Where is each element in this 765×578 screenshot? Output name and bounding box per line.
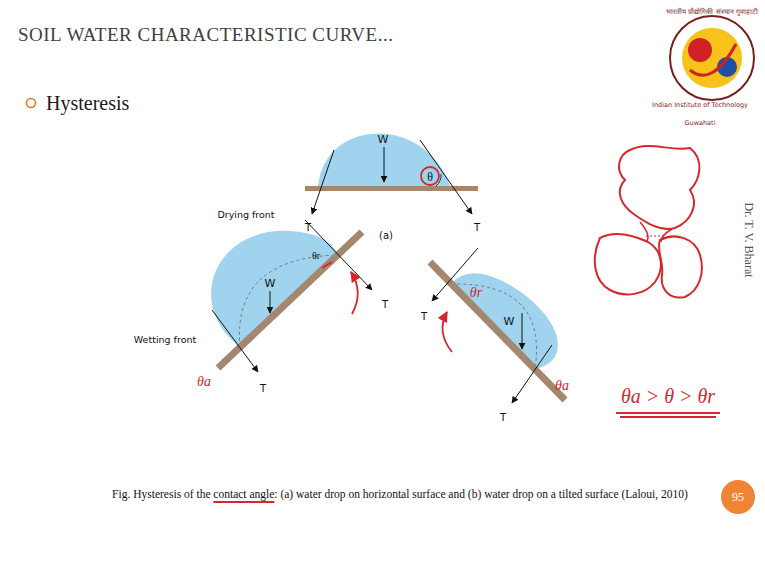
- slide-title-box: SOIL WATER CHARACTERISTIC CURVE...: [18, 24, 393, 46]
- red-underline: [213, 501, 274, 503]
- logo-text-box: भारतीय प्रौद्योगिकी संस्थान गुवाहाटी: [666, 0, 758, 18]
- force-label: T: [500, 412, 506, 423]
- logo-text: भारतीय प्रौद्योगिकी संस्थान गुवाहाटी: [666, 8, 758, 16]
- handwritten-angle: θa: [197, 374, 211, 389]
- handwritten-angle-box: θr: [470, 283, 482, 301]
- angle-label: θ: [427, 170, 433, 184]
- red-circle-mark: [421, 167, 439, 185]
- water-drop: [211, 231, 338, 347]
- drop-tilted-right: [430, 248, 565, 403]
- tension-arrow: [312, 150, 334, 214]
- red-arrow: [443, 312, 452, 352]
- force-label: W: [378, 133, 389, 146]
- bullet-heading: Hysteresis: [46, 92, 129, 114]
- figure-caption: Fig. Hysteresis of the contact angle: (a…: [112, 488, 688, 500]
- tension-arrow: [512, 345, 552, 403]
- logo-text: Indian Institute of Technology Guwahati: [652, 101, 748, 127]
- logo-ring: [670, 16, 754, 100]
- soil-grain: [619, 146, 699, 229]
- handwritten-angle: θa: [555, 378, 569, 393]
- tension-arrow: [305, 220, 372, 290]
- force-label-box: T: [421, 306, 427, 324]
- red-underline: [616, 412, 720, 414]
- force-label-box: T: [260, 378, 266, 396]
- sub-figure-label: (a): [379, 230, 393, 241]
- page-number-text: 95: [732, 490, 744, 505]
- front-label-box: Wetting front: [134, 329, 196, 347]
- handwritten-angle-box: θa: [555, 376, 569, 394]
- bullet: [27, 99, 36, 108]
- logo-swoosh: [690, 44, 736, 75]
- force-label-box: T: [474, 217, 480, 235]
- surface: [305, 186, 478, 191]
- force-label: W: [504, 315, 515, 328]
- force-label-box: T: [382, 294, 388, 312]
- page-number: 95: [721, 480, 755, 514]
- caption-box: Fig. Hysteresis of the contact angle: (a…: [75, 483, 725, 504]
- front-label-box: Drying front: [217, 204, 274, 222]
- sub-figure-label-box: (a): [379, 225, 393, 243]
- angle-label-box: θr: [312, 245, 320, 263]
- water-drop: [451, 273, 558, 369]
- force-label: T: [305, 222, 311, 233]
- force-label: T: [474, 222, 480, 233]
- soil-grain: [659, 236, 702, 297]
- logo-disc: [682, 28, 742, 88]
- force-label: T: [260, 383, 266, 394]
- surface: [430, 262, 565, 400]
- drop-tilted-left: [211, 220, 372, 372]
- angle-label-box: θ: [427, 167, 433, 185]
- meniscus: [640, 222, 672, 242]
- tension-arrow: [212, 310, 258, 372]
- force-label: W: [265, 277, 276, 290]
- handwritten-angle: θr: [470, 285, 482, 300]
- weight-arrow: [270, 291, 271, 313]
- force-label-box: T: [305, 217, 311, 235]
- weight-arrow: [384, 147, 385, 182]
- handwritten-inequality: θa > θ > θr: [621, 385, 715, 407]
- institute-logo: [670, 16, 754, 100]
- front-label: Wetting front: [134, 334, 196, 345]
- force-label: T: [382, 299, 388, 310]
- red-underline: [620, 416, 716, 418]
- force-label-box: W: [378, 129, 389, 147]
- weight-arrow: [522, 313, 523, 349]
- meniscus: [646, 235, 664, 236]
- force-label-box: T: [500, 407, 506, 425]
- force-label-box: W: [265, 273, 276, 291]
- red-arrow: [351, 272, 358, 314]
- soil-grain: [595, 234, 661, 294]
- slide-title: SOIL WATER CHARACTERISTIC CURVE...: [18, 24, 393, 45]
- force-label: T: [421, 311, 427, 322]
- red-stroke: [322, 262, 332, 268]
- logo-text-box: Indian Institute of Technology Guwahati: [645, 93, 755, 128]
- handwritten-inequality-box: θa > θ > θr: [621, 385, 715, 407]
- angle-label: θr: [312, 250, 320, 261]
- handwritten-angle-box: θa: [197, 372, 211, 390]
- soil-grain-sketch: [595, 146, 702, 298]
- drop-horizontal: [305, 133, 478, 214]
- bullet-heading-box: Hysteresis: [46, 92, 129, 114]
- tension-arrow: [420, 140, 472, 214]
- logo-red: [688, 38, 712, 62]
- author-watermark-box: Dr. T. V. Bharat: [741, 202, 759, 277]
- author-watermark: Dr. T. V. Bharat: [742, 202, 756, 277]
- water-drop: [318, 133, 450, 186]
- front-label: Drying front: [217, 209, 274, 220]
- force-label-box: W: [504, 311, 515, 329]
